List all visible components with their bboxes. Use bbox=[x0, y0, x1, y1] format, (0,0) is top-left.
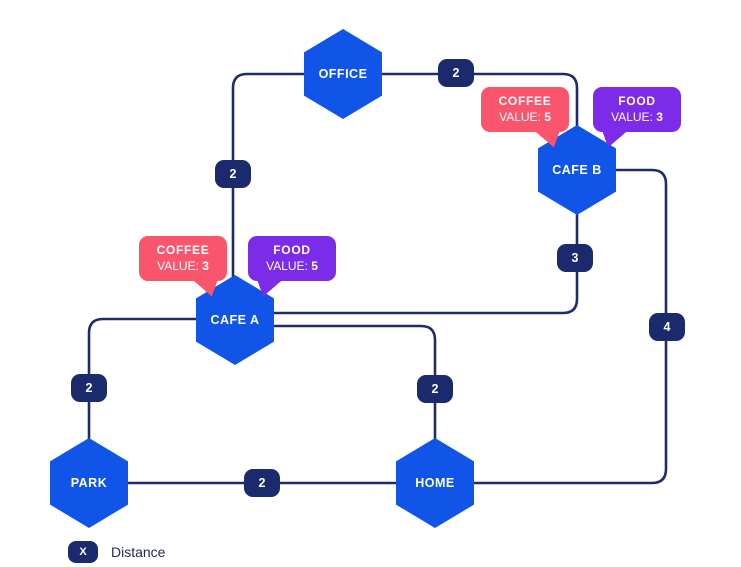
distance-office-cafe-a: 2 bbox=[215, 160, 251, 188]
edge-cafe-a-park bbox=[87, 317, 235, 483]
badge-coffee-cafe-b: COFFEE VALUE: 5 bbox=[481, 87, 569, 133]
badge-food-cafe-a: FOOD VALUE: 5 bbox=[248, 236, 336, 282]
badge-title: FOOD bbox=[618, 94, 656, 108]
edge-cafe-b-home bbox=[435, 168, 668, 485]
distance-cafe-a-park: 2 bbox=[71, 374, 107, 402]
badge-title: COFFEE bbox=[498, 94, 552, 108]
edge-office-cafe-a bbox=[231, 72, 343, 320]
edge-office-cafe-b bbox=[343, 72, 579, 170]
distance-office-cafe-b: 2 bbox=[438, 59, 474, 87]
distance-park-home: 2 bbox=[244, 469, 280, 497]
badge-coffee-cafe-a: COFFEE VALUE: 3 bbox=[139, 236, 227, 282]
badge-value: VALUE: 3 bbox=[611, 110, 663, 125]
node-cafe-b-label: CAFE B bbox=[552, 163, 602, 177]
badge-value: VALUE: 3 bbox=[157, 259, 209, 274]
badge-title: FOOD bbox=[273, 243, 311, 257]
legend-distance-label: Distance bbox=[111, 544, 166, 560]
edge-cafe-b-cafe-a bbox=[235, 170, 579, 315]
badge-food-cafe-b: FOOD VALUE: 3 bbox=[593, 87, 681, 133]
badge-value: VALUE: 5 bbox=[266, 259, 318, 274]
node-cafe-a-label: CAFE A bbox=[210, 313, 260, 327]
badge-value: VALUE: 5 bbox=[499, 110, 551, 125]
badge-title: COFFEE bbox=[156, 243, 210, 257]
distance-cafe-b-home: 4 bbox=[649, 313, 685, 341]
node-office-label: OFFICE bbox=[318, 67, 368, 81]
legend-distance-symbol: X bbox=[68, 541, 98, 563]
node-home-label: HOME bbox=[415, 476, 455, 490]
distance-cafe-b-cafe-a: 3 bbox=[557, 244, 593, 272]
edge-cafe-a-home bbox=[235, 324, 437, 483]
distance-cafe-a-home: 2 bbox=[417, 375, 453, 403]
legend: X Distance bbox=[68, 541, 165, 563]
node-park-label: PARK bbox=[70, 476, 108, 490]
